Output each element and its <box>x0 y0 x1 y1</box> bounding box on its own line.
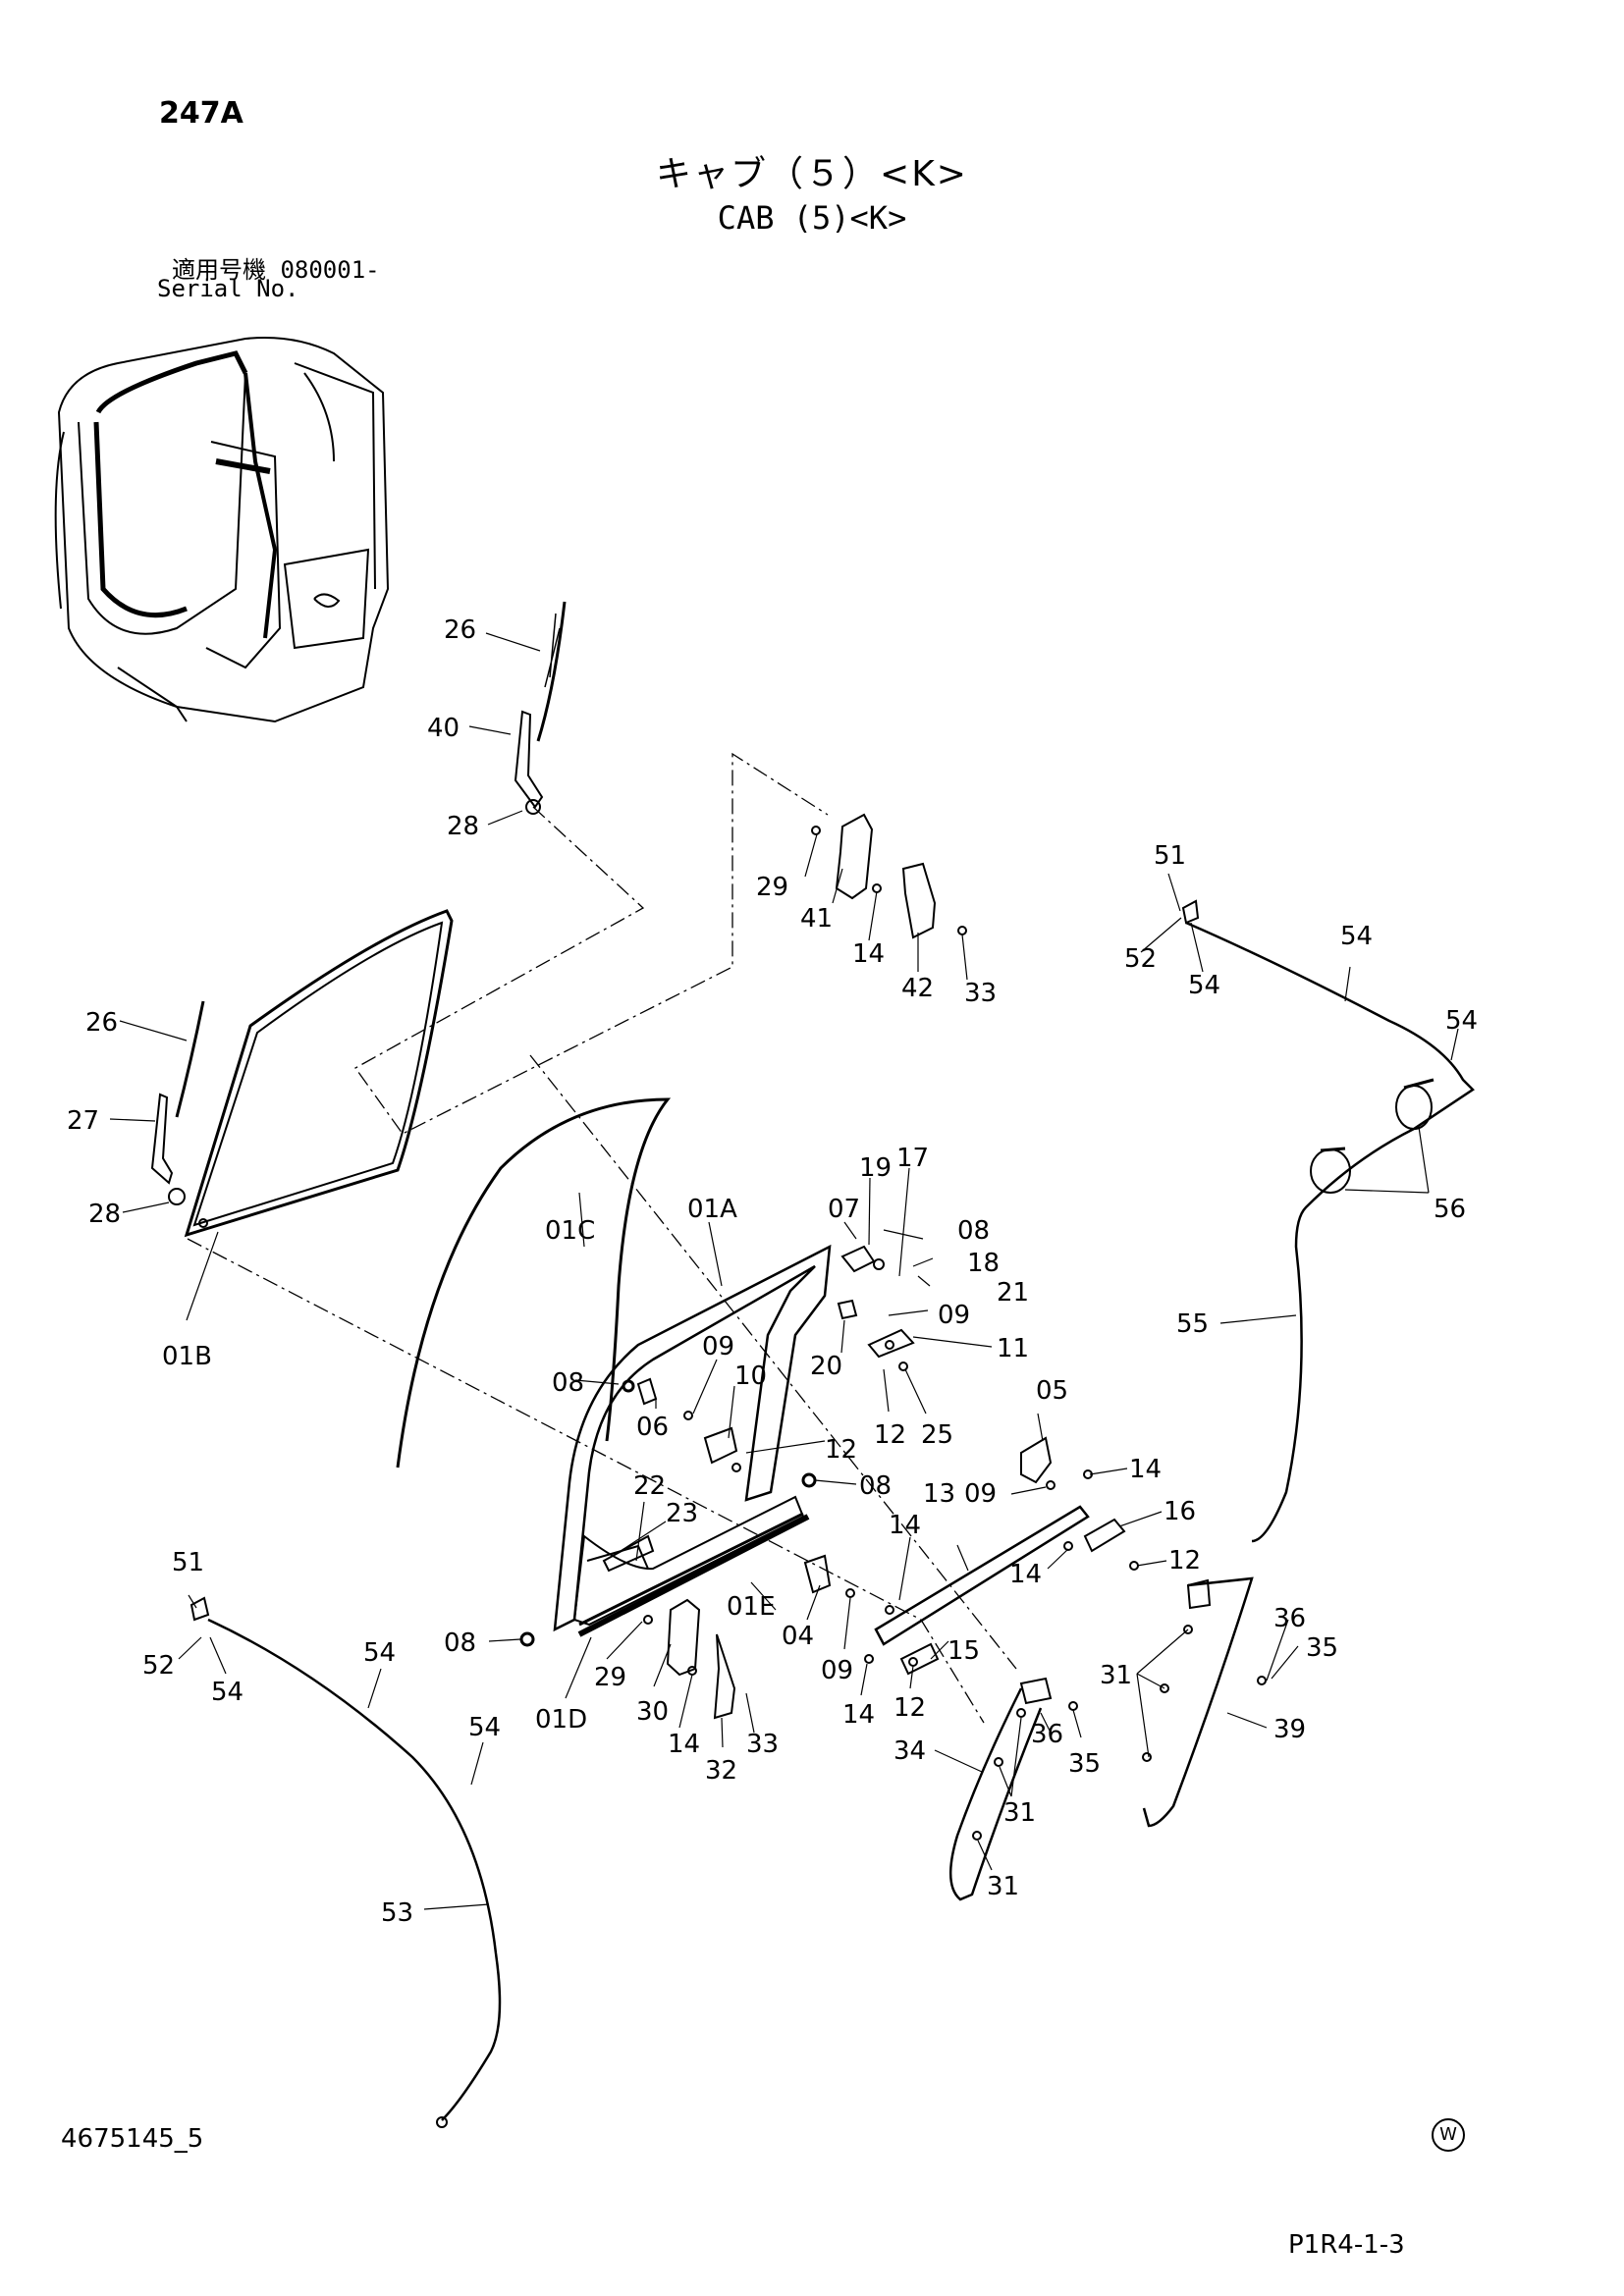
callout-35: 35 <box>1068 1749 1101 1779</box>
callout-29: 29 <box>594 1663 626 1692</box>
callout-30: 30 <box>636 1697 669 1727</box>
callout-14: 14 <box>668 1730 700 1759</box>
serial-label-japanese: 適用号機 080001- <box>172 256 380 284</box>
callout-28: 28 <box>88 1200 121 1229</box>
callout-41: 41 <box>800 904 833 934</box>
callout-14: 14 <box>852 939 885 969</box>
callout-07: 07 <box>828 1195 860 1224</box>
callout-27: 27 <box>67 1106 99 1136</box>
callout-05: 05 <box>1036 1376 1068 1406</box>
upper-hinge-group <box>811 813 967 939</box>
sheet-code: 247A <box>159 96 244 131</box>
callout-18: 18 <box>967 1249 1000 1278</box>
callout-08: 08 <box>859 1471 892 1501</box>
callout-31: 31 <box>1003 1798 1036 1828</box>
callout-13: 13 <box>923 1479 955 1509</box>
callout-55: 55 <box>1176 1309 1209 1339</box>
callout-14: 14 <box>1129 1455 1162 1484</box>
callout-32: 32 <box>705 1756 737 1786</box>
upper-harness <box>1181 899 1475 1543</box>
callout-35: 35 <box>1306 1633 1338 1663</box>
callout-06: 06 <box>636 1413 669 1442</box>
callout-52: 52 <box>1124 944 1157 974</box>
callout-56: 56 <box>1434 1195 1466 1224</box>
callout-08: 08 <box>957 1216 990 1246</box>
page-reference: P1R4-1-3 <box>1288 2230 1405 2260</box>
callout-36: 36 <box>1031 1720 1063 1749</box>
callout-20: 20 <box>810 1352 842 1381</box>
callout-14: 14 <box>1009 1560 1042 1589</box>
callout-42: 42 <box>901 974 934 1003</box>
callout-17: 17 <box>896 1144 929 1173</box>
callout-22: 22 <box>633 1471 666 1501</box>
title-english: CAB (5)<K> <box>717 199 907 237</box>
callout-09: 09 <box>821 1656 853 1685</box>
callout-54: 54 <box>1340 922 1373 951</box>
callout-01A: 01A <box>687 1195 737 1224</box>
cab-overview-illustration <box>54 337 390 723</box>
callout-36: 36 <box>1273 1604 1306 1633</box>
callout-29: 29 <box>756 873 788 902</box>
callout-10: 10 <box>734 1362 767 1391</box>
callout-12: 12 <box>874 1420 906 1450</box>
callout-01B: 01B <box>162 1342 212 1371</box>
callout-15: 15 <box>947 1636 980 1666</box>
callout-25: 25 <box>921 1420 953 1450</box>
callout-09: 09 <box>702 1332 734 1362</box>
callout-08: 08 <box>552 1368 584 1398</box>
callout-01D: 01D <box>535 1705 587 1735</box>
lower-left-harness <box>189 1596 502 2128</box>
callout-31: 31 <box>1100 1661 1132 1690</box>
rail-01E <box>578 1512 804 1627</box>
strip-01D <box>577 1514 810 1637</box>
callout-19: 19 <box>859 1153 892 1183</box>
lower-hinge-group <box>666 1598 736 1720</box>
seal-01C <box>396 1097 672 1468</box>
callout-52: 52 <box>142 1651 175 1681</box>
callout-34: 34 <box>893 1736 926 1766</box>
callout-16: 16 <box>1164 1497 1196 1526</box>
callout-26: 26 <box>444 615 476 645</box>
callout-26: 26 <box>85 1008 118 1038</box>
title-japanese: キャブ（５）<K> <box>656 154 968 194</box>
callout-12: 12 <box>825 1435 857 1465</box>
callout-54: 54 <box>1188 971 1220 1000</box>
callout-09: 09 <box>938 1301 970 1330</box>
callout-28: 28 <box>447 812 479 841</box>
callout-11: 11 <box>997 1334 1029 1363</box>
upper-wiper-assembly <box>514 601 567 815</box>
callout-12: 12 <box>1168 1546 1201 1575</box>
door-frame-01A <box>553 1244 832 1632</box>
callout-54: 54 <box>363 1638 396 1668</box>
callout-14: 14 <box>889 1511 921 1540</box>
handle-parts <box>803 1436 1126 1676</box>
callout-39: 39 <box>1273 1715 1306 1744</box>
callout-54: 54 <box>468 1713 501 1742</box>
callout-31: 31 <box>987 1872 1019 1901</box>
callout-40: 40 <box>427 714 460 743</box>
callout-14: 14 <box>842 1700 875 1730</box>
callout-33: 33 <box>746 1730 779 1759</box>
callout-08: 08 <box>444 1629 476 1658</box>
callout-33: 33 <box>964 979 997 1008</box>
document-number: 4675145_5 <box>61 2124 204 2154</box>
callout-labels: 26 40 28 29 41 14 42 33 51 52 54 54 54 2… <box>67 615 1478 1928</box>
callout-12: 12 <box>893 1693 926 1723</box>
callout-54: 54 <box>1445 1006 1478 1036</box>
front-glass-01B <box>150 909 454 1238</box>
serial-label-english: Serial No. <box>157 275 299 302</box>
callout-53: 53 <box>381 1898 413 1928</box>
w-mark-icon: W <box>1432 2118 1465 2152</box>
callout-01E: 01E <box>727 1592 776 1622</box>
callout-09: 09 <box>964 1479 997 1509</box>
callout-21: 21 <box>997 1278 1029 1308</box>
lower-right-harness <box>948 1576 1267 1901</box>
callout-51: 51 <box>172 1548 204 1577</box>
callout-04: 04 <box>782 1622 814 1651</box>
callout-54: 54 <box>211 1678 244 1707</box>
callout-23: 23 <box>666 1499 698 1528</box>
callout-01C: 01C <box>545 1216 595 1246</box>
callout-51: 51 <box>1154 841 1186 871</box>
